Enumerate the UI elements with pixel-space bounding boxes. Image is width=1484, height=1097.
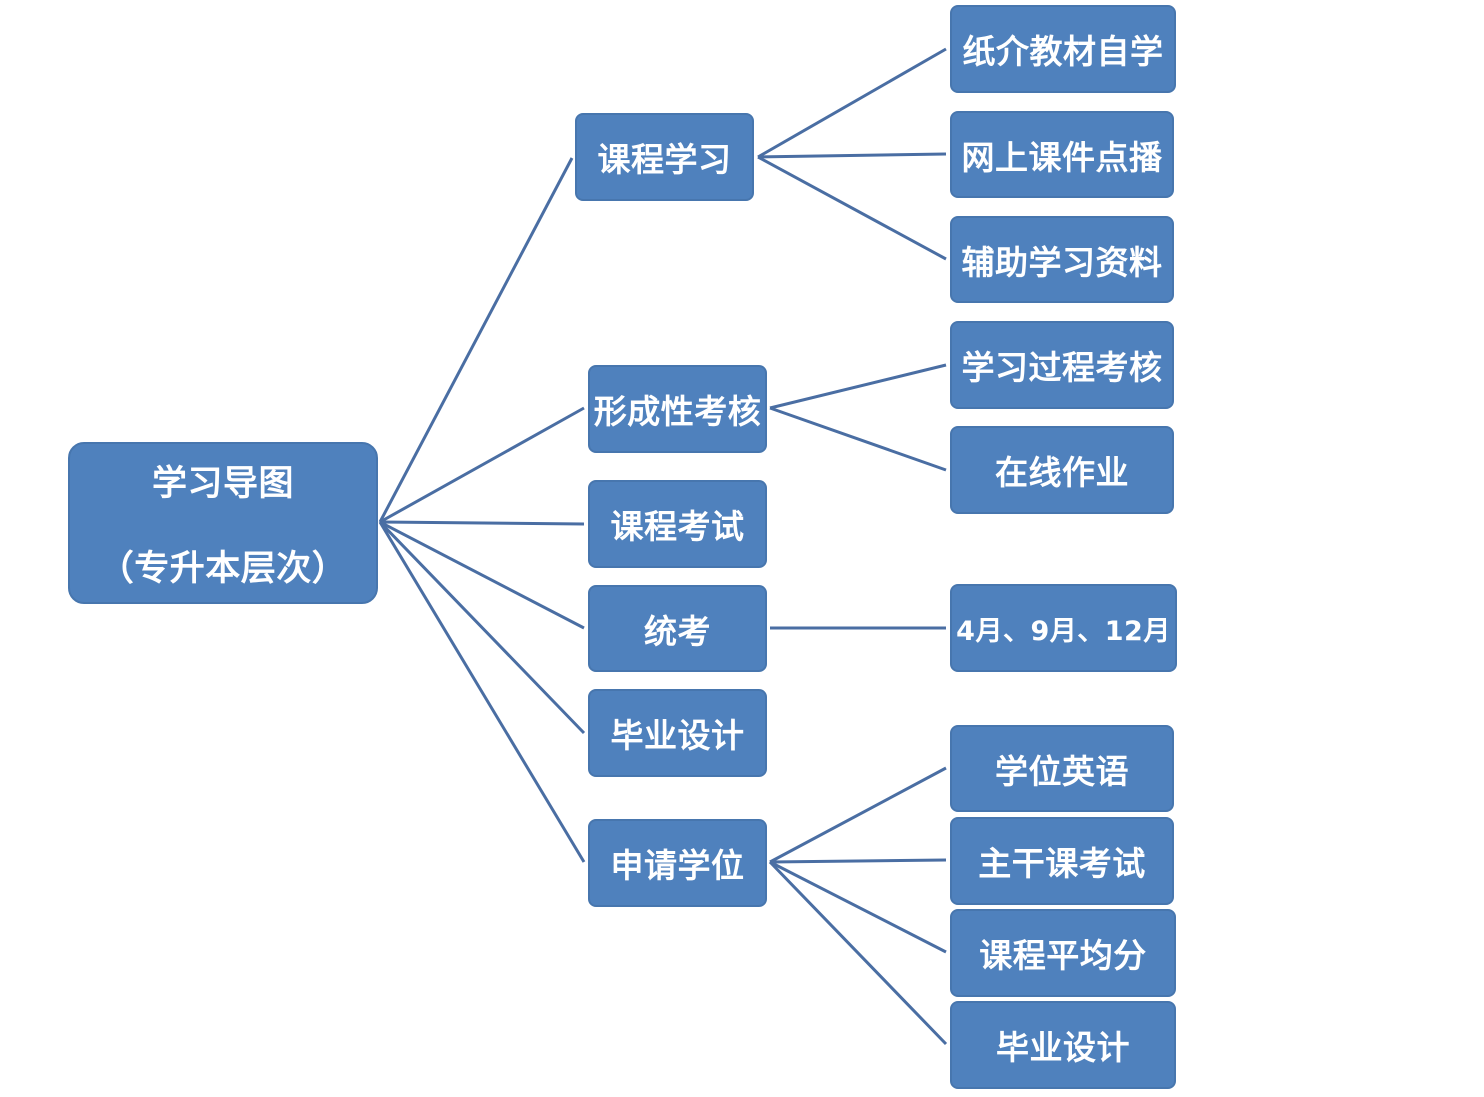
connector-root-branch-3 bbox=[379, 520, 585, 630]
leaf-node-online-homework: 在线作业 bbox=[950, 426, 1174, 514]
root-node: 学习导图 （专升本层次） bbox=[68, 442, 378, 604]
leaf-label: 学习过程考核 bbox=[961, 348, 1163, 387]
leaf-node-process-assessment: 学习过程考核 bbox=[950, 321, 1174, 409]
branch-node-graduation-design: 毕业设计 bbox=[588, 689, 767, 777]
branch-label: 申请学位 bbox=[610, 846, 745, 885]
connector-root-branch-1 bbox=[379, 406, 585, 524]
leaf-label: 课程平均分 bbox=[979, 936, 1147, 975]
leaf-label: 辅助学习资料 bbox=[961, 242, 1163, 282]
leaf-label: 学位英语 bbox=[995, 751, 1129, 791]
leaf-node-graduation-design: 毕业设计 bbox=[950, 1001, 1176, 1089]
root-subtitle: （专升本层次） bbox=[98, 549, 348, 589]
connector-branch-5-child-1 bbox=[769, 858, 947, 864]
leaf-label: 主干课考试 bbox=[978, 844, 1146, 883]
leaf-node-paper-textbook: 纸介教材自学 bbox=[950, 5, 1176, 93]
branch-label: 毕业设计 bbox=[610, 716, 745, 755]
branch-node-apply-degree: 申请学位 bbox=[588, 819, 767, 907]
connector-branch-5-child-3 bbox=[768, 860, 948, 1046]
branch-node-course-exam: 课程考试 bbox=[588, 480, 767, 568]
leaf-label: 纸介教材自学 bbox=[962, 32, 1164, 71]
connector-branch-1-child-0 bbox=[769, 363, 947, 410]
connector-branch-0-child-1 bbox=[757, 152, 947, 159]
connector-branch-5-child-0 bbox=[769, 766, 947, 864]
branch-node-formative-assessment: 形成性考核 bbox=[588, 365, 767, 453]
connector-root-branch-0 bbox=[378, 157, 574, 523]
root-title: 学习导图 bbox=[151, 464, 294, 504]
leaf-node-online-courseware: 网上课件点播 bbox=[950, 111, 1174, 198]
connector-root-branch-5 bbox=[378, 521, 586, 863]
leaf-label: 毕业设计 bbox=[996, 1028, 1130, 1067]
connector-branch-1-child-1 bbox=[769, 406, 947, 472]
branch-label: 形成性考核 bbox=[593, 392, 762, 431]
leaf-label: 4月、9月、12月 bbox=[956, 615, 1171, 647]
connector-root-branch-2 bbox=[379, 520, 585, 526]
leaf-node-degree-english: 学位英语 bbox=[950, 725, 1174, 812]
branch-label: 课程考试 bbox=[610, 507, 745, 546]
connector-branch-0-child-2 bbox=[757, 155, 947, 261]
leaf-node-course-average: 课程平均分 bbox=[950, 909, 1176, 997]
leaf-node-auxiliary-materials: 辅助学习资料 bbox=[950, 216, 1174, 303]
leaf-node-exam-months: 4月、9月、12月 bbox=[950, 584, 1177, 672]
leaf-label: 在线作业 bbox=[995, 453, 1129, 492]
branch-label: 课程学习 bbox=[597, 140, 732, 179]
branch-node-course-study: 课程学习 bbox=[575, 113, 754, 201]
connector-branch-0-child-0 bbox=[757, 47, 947, 159]
connector-root-branch-4 bbox=[378, 520, 586, 735]
connector-branch-5-child-2 bbox=[769, 860, 947, 954]
leaf-node-core-course-exam: 主干课考试 bbox=[950, 817, 1174, 905]
branch-label: 统考 bbox=[644, 611, 711, 651]
leaf-label: 网上课件点播 bbox=[961, 137, 1163, 177]
branch-node-unified-exam: 统考 bbox=[588, 585, 767, 672]
